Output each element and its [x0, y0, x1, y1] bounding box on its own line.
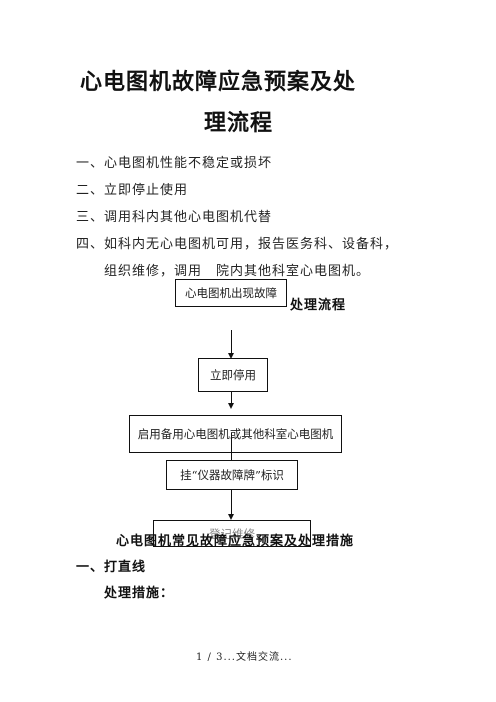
subsection-heading: 一、打直线: [76, 560, 147, 575]
subsection-label: 处理措施：: [104, 586, 175, 601]
list-item: 组织维修，调用 院内其他科室心电图机。: [104, 264, 371, 279]
arrow-down-icon: [228, 514, 234, 520]
document-title-line2: 理流程: [204, 110, 274, 136]
list-item: 二、立即停止使用: [76, 183, 189, 198]
list-item: 四、如科内无心电图机可用，报告医务科、设备科，: [76, 237, 399, 252]
list-item: 三、调用科内其他心电图机代替: [76, 210, 273, 225]
page-footer: 1 / 3...文档交流...: [196, 652, 293, 663]
flow-connector: [231, 392, 232, 404]
arrow-down-icon: [228, 403, 234, 409]
arrow-down-icon: [228, 353, 234, 359]
flow-connector: [231, 433, 232, 453]
flow-heading: 处理流程: [290, 298, 347, 313]
flow-connector: [231, 450, 232, 460]
section-heading: 心电图机常见故障应急预案及处理措施: [116, 534, 355, 549]
flow-connector: [231, 490, 232, 515]
flow-step-tag: 挂“仪器故障牌”标识: [166, 460, 298, 490]
flow-step-repair: 登记维修: [153, 520, 311, 547]
flow-step-fault: 心电图机出现故障: [175, 279, 287, 307]
document-title-line1: 心电图机故障应急预案及处: [80, 69, 357, 95]
flow-step-stop: 立即停用: [198, 358, 268, 392]
flow-connector: [231, 330, 232, 354]
list-item: 一、心电图机性能不稳定或损坏: [76, 156, 273, 171]
flow-step-backup: 启用备用心电图机或其他科室心电图机: [129, 415, 342, 453]
